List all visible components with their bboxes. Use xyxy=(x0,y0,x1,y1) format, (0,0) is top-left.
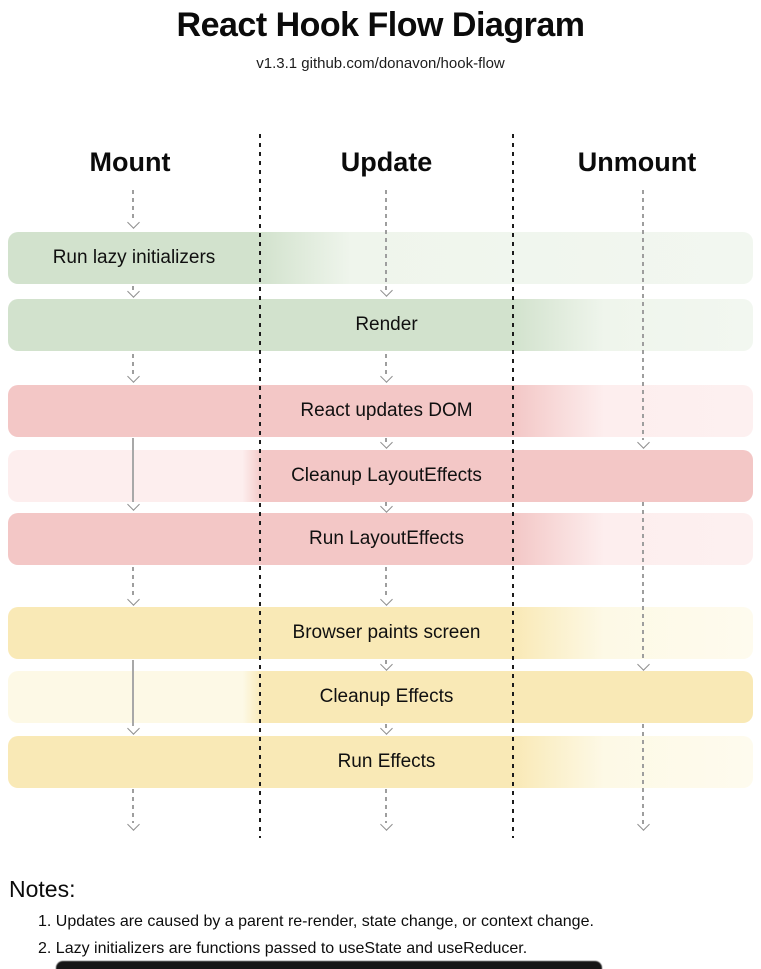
arrow-down-icon xyxy=(637,658,650,671)
flow-line-update xyxy=(385,789,387,823)
arrow-down-icon xyxy=(127,593,140,606)
arrow-down-icon xyxy=(380,593,393,606)
band-run-layouteffects: Run LayoutEffects xyxy=(8,513,753,565)
note-item: 1. Updates are caused by a parent re-ren… xyxy=(38,913,594,930)
flow-line-update xyxy=(385,724,387,730)
flow-line-update xyxy=(385,438,387,444)
arrow-down-icon xyxy=(380,284,393,297)
band-label: Cleanup LayoutEffects xyxy=(291,465,482,486)
band-run-effects: Run Effects xyxy=(8,736,753,788)
arrow-down-icon xyxy=(637,436,650,449)
flow-line-update xyxy=(385,502,387,508)
note-item: 2. Lazy initializers are functions passe… xyxy=(38,940,528,957)
band-label: Run lazy initializers xyxy=(52,247,216,268)
arrow-down-icon xyxy=(127,722,140,735)
band-run-lazy-initializers: Run lazy initializers xyxy=(8,232,753,284)
band-browser-paints-screen: Browser paints screen xyxy=(8,607,753,659)
flow-line-unmount xyxy=(642,502,644,662)
update-unmount-separator xyxy=(512,134,514,838)
arrow-down-icon xyxy=(380,722,393,735)
code-block-top-edge xyxy=(56,961,602,969)
band-label: React updates DOM xyxy=(300,400,473,421)
flow-line-mount-skip xyxy=(132,438,134,502)
arrow-down-icon xyxy=(637,818,650,831)
flow-line-update xyxy=(385,190,387,290)
flow-line-mount xyxy=(132,286,134,294)
band-label: Browser paints screen xyxy=(292,622,481,643)
mount-update-separator xyxy=(259,134,261,838)
arrow-down-icon xyxy=(380,818,393,831)
flow-line-mount xyxy=(132,354,134,378)
column-header-unmount: Unmount xyxy=(577,147,697,177)
band-render: Render xyxy=(8,299,753,351)
arrow-down-icon xyxy=(127,818,140,831)
arrow-down-icon xyxy=(127,370,140,383)
band-label: Run LayoutEffects xyxy=(309,528,464,549)
arrow-down-icon xyxy=(380,658,393,671)
band-label: Render xyxy=(355,314,418,335)
flow-line-mount-skip xyxy=(132,660,134,726)
band-label: Run Effects xyxy=(337,751,436,772)
arrow-down-icon xyxy=(380,436,393,449)
band-react-updates-dom: React updates DOM xyxy=(8,385,753,437)
flow-line-update xyxy=(385,354,387,378)
arrow-down-icon xyxy=(127,216,140,229)
band-cleanup-layouteffects: Cleanup LayoutEffects xyxy=(8,450,753,502)
column-header-mount: Mount xyxy=(89,147,171,177)
band-cleanup-effects: Cleanup Effects xyxy=(8,671,753,723)
flow-line-update xyxy=(385,567,387,599)
band-label: Cleanup Effects xyxy=(319,686,454,707)
flow-line-update xyxy=(385,660,387,666)
page-title: React Hook Flow Diagram xyxy=(176,6,585,44)
flow-line-mount xyxy=(132,190,134,222)
page-subtitle: v1.3.1 github.com/donavon/hook-flow xyxy=(256,55,505,72)
flow-line-mount xyxy=(132,567,134,599)
flow-line-unmount xyxy=(642,724,644,824)
arrow-down-icon xyxy=(380,370,393,383)
flow-line-mount xyxy=(132,789,134,823)
arrow-down-icon xyxy=(380,500,393,513)
notes-title: Notes: xyxy=(9,876,76,902)
flow-line-unmount xyxy=(642,190,644,440)
column-header-update: Update xyxy=(340,147,433,177)
arrow-down-icon xyxy=(127,285,140,298)
